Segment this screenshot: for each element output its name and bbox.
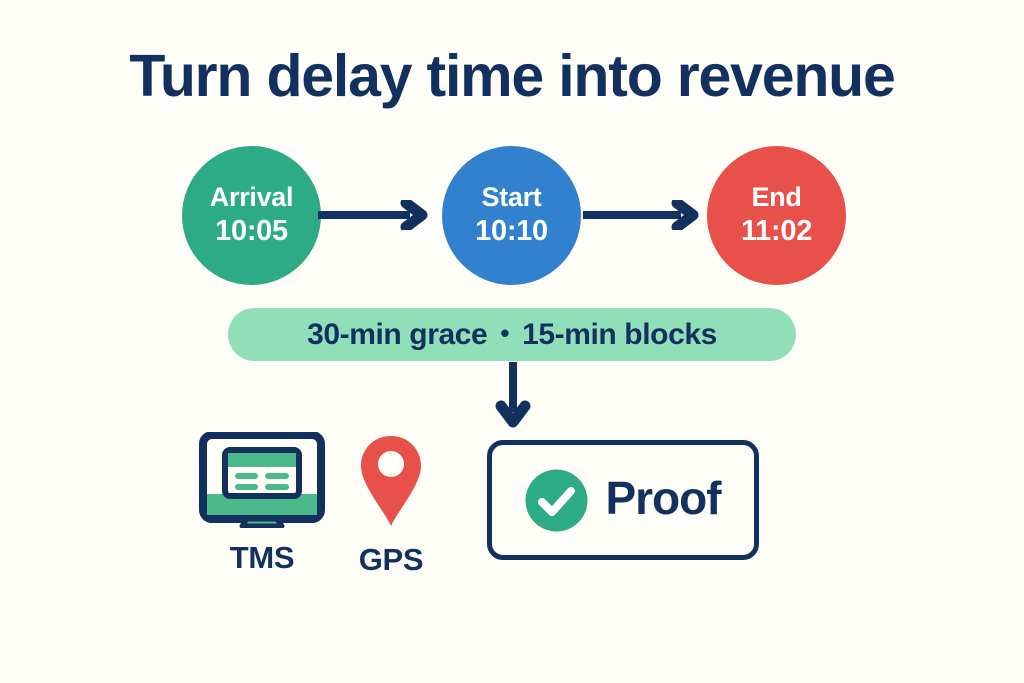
timeline-node-start-time: 10:10: [475, 215, 548, 248]
page-title: Turn delay time into revenue: [129, 43, 895, 109]
bullet-separator-icon: •: [500, 317, 510, 348]
source-tms-caption: TMS: [229, 540, 295, 575]
source-tms: TMS: [196, 431, 328, 576]
timeline-node-start-label: Start: [481, 182, 542, 213]
arrow-right-icon-1: [318, 197, 430, 233]
timeline-node-end: End 11:02: [707, 146, 846, 285]
rule-pill-left-text: 30-min grace: [307, 317, 488, 351]
source-gps-caption: GPS: [358, 542, 424, 577]
arrow-right-icon-2: [583, 197, 703, 233]
check-circle-icon: [525, 469, 588, 532]
timeline-node-arrival-time: 10:05: [215, 215, 288, 248]
proof-label: Proof: [605, 472, 721, 524]
map-pin-icon: [355, 432, 427, 535]
monitor-icon: [199, 431, 325, 533]
arrow-down-icon: [492, 362, 534, 434]
rule-pill-right-text: 15-min blocks: [522, 317, 717, 351]
timeline-node-arrival: Arrival 10:05: [182, 146, 321, 285]
proof-card: Proof: [487, 440, 759, 560]
timeline-node-start: Start 10:10: [442, 146, 581, 285]
source-gps: GPS: [340, 432, 442, 578]
timeline-node-end-label: End: [751, 182, 802, 213]
rule-pill: 30-min grace • 15-min blocks: [228, 308, 796, 361]
timeline-node-arrival-label: Arrival: [209, 182, 294, 213]
timeline-node-end-time: 11:02: [740, 215, 813, 248]
